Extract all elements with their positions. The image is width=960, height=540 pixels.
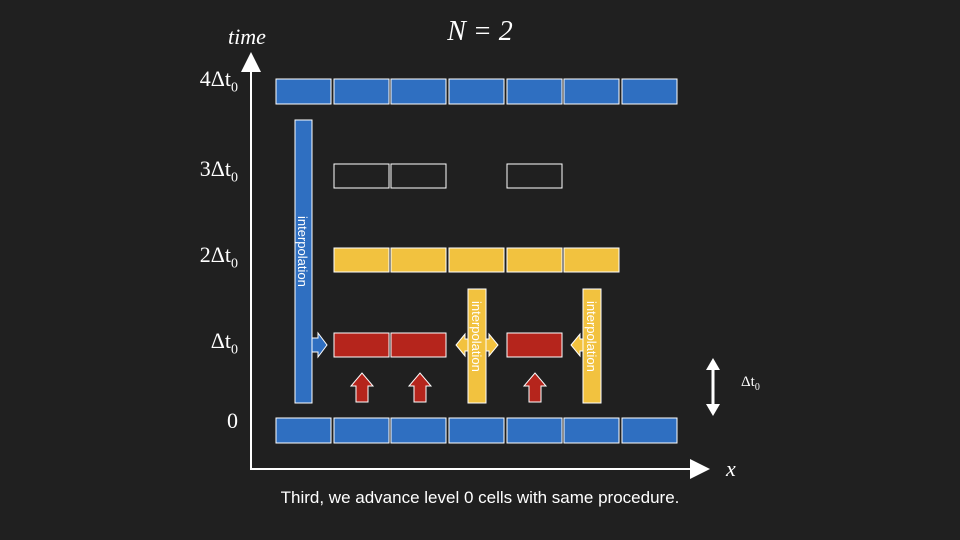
cell	[563, 78, 620, 105]
tick-0: 0	[227, 408, 238, 433]
delta-t-marker-label: Δt0	[741, 374, 760, 393]
pending-row-3dt	[333, 163, 563, 189]
tick-4dt: 4Δt0	[199, 66, 238, 96]
cell	[333, 247, 390, 273]
tick-1dt: Δt0	[210, 328, 238, 358]
cell	[275, 78, 332, 105]
cell	[506, 332, 563, 358]
cell	[333, 417, 390, 444]
down-arrow-icon	[706, 404, 720, 416]
cell	[390, 78, 447, 105]
level0-row-top	[275, 78, 678, 105]
cell	[390, 417, 447, 444]
cell	[506, 417, 563, 444]
cell	[448, 78, 505, 105]
up-arrow-icon	[706, 358, 720, 370]
up-arrow-icon	[407, 372, 433, 403]
interpolation-label: interpolation	[295, 216, 310, 287]
x-axis-label: x	[726, 456, 736, 481]
level1-row-2dt	[333, 247, 620, 273]
cell	[506, 247, 563, 273]
right-arrow-icon	[311, 331, 328, 359]
tick-2dt: 2Δt0	[199, 242, 238, 272]
cell	[275, 417, 332, 444]
right-arrow-icon	[485, 332, 499, 358]
delta-t-marker	[706, 358, 720, 416]
pending-cell	[506, 163, 563, 189]
interpolation-label: interpolation	[469, 301, 484, 372]
level1-row-1dt	[333, 332, 563, 358]
diagram-title: N = 2	[447, 16, 513, 47]
up-arrow-icon	[349, 372, 375, 403]
cell	[621, 417, 678, 444]
cell	[448, 417, 505, 444]
y-axis-label: time	[228, 24, 266, 49]
cell	[390, 332, 447, 358]
advance-arrows	[349, 372, 548, 403]
cell	[333, 332, 390, 358]
cell	[563, 247, 620, 273]
cell	[390, 247, 447, 273]
level0-row-bottom	[275, 417, 678, 444]
cell	[333, 78, 390, 105]
tick-3dt: 3Δt0	[199, 156, 238, 186]
interpolation-bar-yellow-2: interpolation	[570, 288, 602, 404]
caption: Third, we advance level 0 cells with sam…	[280, 488, 680, 507]
interpolation-bar-blue: interpolation	[294, 119, 328, 404]
left-arrow-icon	[570, 332, 584, 358]
interpolation-bar-yellow-1: interpolation	[455, 288, 499, 404]
cell	[506, 78, 563, 105]
pending-cell	[390, 163, 447, 189]
cell	[448, 247, 505, 273]
cell	[621, 78, 678, 105]
left-arrow-icon	[455, 332, 469, 358]
pending-cell	[333, 163, 390, 189]
interpolation-label: interpolation	[584, 301, 599, 372]
cell	[563, 417, 620, 444]
up-arrow-icon	[522, 372, 548, 403]
